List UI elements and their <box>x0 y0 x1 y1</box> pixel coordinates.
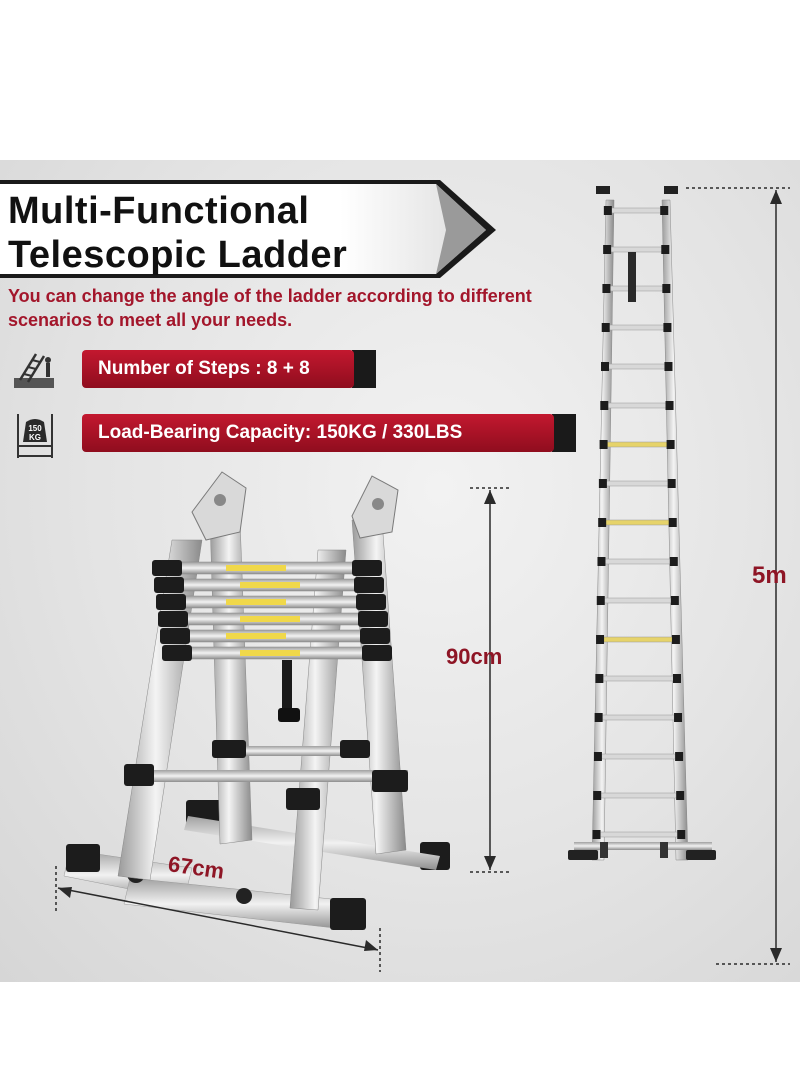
subtitle: You can change the angle of the ladder a… <box>8 286 532 330</box>
rung-cap <box>669 557 678 566</box>
rung-cap <box>603 245 612 254</box>
rung-cap <box>156 594 186 610</box>
title-banner-frame <box>0 180 496 278</box>
ladder-rung <box>607 324 666 331</box>
dimension-label-extended-height: 5m <box>752 562 787 589</box>
rung-cap <box>596 596 605 605</box>
ladder-rung <box>606 402 668 409</box>
feature-pill-tail <box>552 414 576 452</box>
weight-150kg-icon: 150 KG <box>17 414 53 458</box>
rung-cap <box>663 323 672 332</box>
rung-cap <box>677 830 686 839</box>
warning-label <box>240 582 300 588</box>
rung-cap <box>158 611 188 627</box>
rung-cap <box>676 791 685 800</box>
ladder-rung <box>608 285 665 292</box>
rung-cap <box>660 206 669 215</box>
rung-cap <box>595 674 604 683</box>
rung-cap <box>594 713 603 722</box>
warning-label <box>226 633 286 639</box>
warning-label <box>226 565 286 571</box>
rung-cap <box>665 401 674 410</box>
ladder-rung <box>601 636 675 643</box>
weight-icon-unit: KG <box>29 433 41 442</box>
rung-cap <box>154 577 184 593</box>
rung-cap <box>360 628 390 644</box>
rung-cap <box>592 830 601 839</box>
rung-cap <box>593 752 602 761</box>
rung-cap <box>602 284 611 293</box>
rung-cap <box>162 645 192 661</box>
rung-cap <box>362 645 392 661</box>
dimension-lines <box>55 187 790 972</box>
rung-cap <box>598 518 607 527</box>
rung-cap <box>601 323 610 332</box>
ladder-rung <box>601 675 676 682</box>
rung-cap <box>672 674 681 683</box>
rung-cap <box>664 362 673 371</box>
ladder-rung <box>598 792 679 799</box>
ladder-rung <box>609 207 663 214</box>
rung-cap <box>356 594 386 610</box>
ladder-rung <box>598 831 680 838</box>
dimension-label-folded-height: 90cm <box>446 644 503 669</box>
ladder-rung <box>604 480 670 487</box>
feature-pill-steps: Number of Steps : 8 + 8 <box>82 350 354 388</box>
ladder-illustration <box>55 186 790 972</box>
title-line-1: Multi-Functional <box>8 190 310 232</box>
ladder-rung <box>599 753 678 760</box>
ladder-rung <box>602 597 674 604</box>
rung-cap <box>666 440 675 449</box>
ladder-step-icon <box>14 353 54 388</box>
title-line-2: Telescopic Ladder <box>8 234 348 276</box>
rung-cap <box>675 752 684 761</box>
rung-cap <box>601 362 610 371</box>
title-banner: Multi-Functional Telescopic Ladder <box>0 178 500 278</box>
rung-cap <box>661 245 670 254</box>
rung-cap <box>670 596 679 605</box>
straight-ladder <box>568 186 716 861</box>
rung-cap <box>674 713 683 722</box>
warning-label <box>240 616 300 622</box>
rung-cap <box>600 401 609 410</box>
ladder-rung <box>605 441 669 448</box>
rung-cap <box>598 479 607 488</box>
rung-cap <box>593 791 602 800</box>
warning-label <box>226 599 286 605</box>
rung-cap <box>354 577 384 593</box>
feature-load: 150 KG Load-Bearing Capacity: 150KG / 33… <box>12 414 592 458</box>
rung-cap <box>671 635 680 644</box>
rung-cap <box>668 518 677 527</box>
a-frame-ladder <box>63 471 450 931</box>
weight-icon-number: 150 <box>28 424 42 433</box>
rung-cap <box>597 557 606 566</box>
rung-cap <box>662 284 671 293</box>
ladder-rung <box>600 714 677 721</box>
rung-cap <box>160 628 190 644</box>
feature-steps: Number of Steps : 8 + 8 <box>12 350 432 390</box>
rung-cap <box>358 611 388 627</box>
rung-cap <box>667 479 676 488</box>
rung-cap <box>603 206 612 215</box>
feature-pill-load: Load-Bearing Capacity: 150KG / 330LBS <box>82 414 554 452</box>
rung-cap <box>596 635 605 644</box>
product-image-stage: Multi-Functional Telescopic Ladder You c… <box>0 160 800 982</box>
rung-cap <box>599 440 608 449</box>
ladder-rung <box>603 519 671 526</box>
ladder-rung <box>608 246 664 253</box>
ladder-rung <box>606 363 667 370</box>
rung-cap <box>352 560 382 576</box>
ladder-rung <box>603 558 673 565</box>
warning-label <box>240 650 300 656</box>
rung-cap <box>152 560 182 576</box>
feature-pill-tail <box>352 350 376 388</box>
